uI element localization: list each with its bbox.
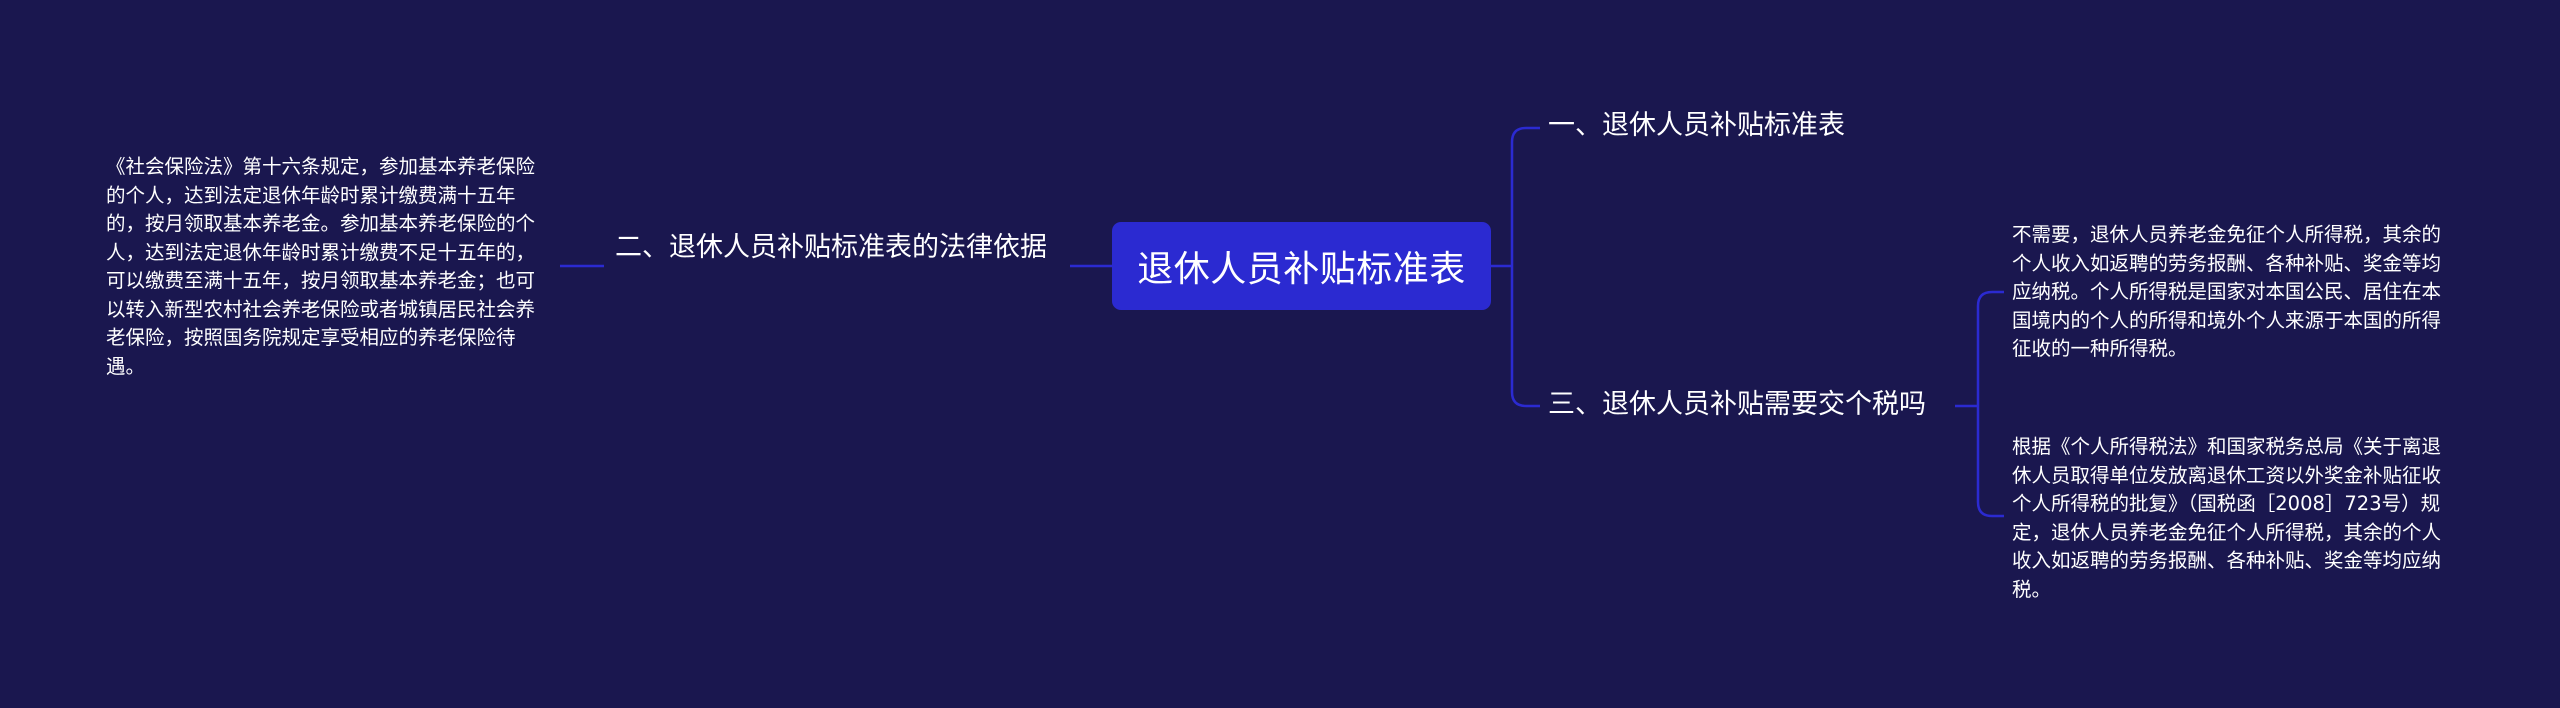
root-topic[interactable]: 退休人员补贴标准表 bbox=[1112, 222, 1491, 310]
leaf-topic-tax-exemption[interactable]: 不需要，退休人员养老金免征个人所得税，其余的个人收入如返聘的劳务报酬、各种补贴、… bbox=[2012, 223, 2442, 360]
connector-branch-3-to-leaf-1 bbox=[1976, 290, 2004, 406]
connector-branch-3-to-leaf-2 bbox=[1976, 406, 2004, 518]
branch-topic-standard-table[interactable]: 一、退休人员补贴标准表 bbox=[1548, 110, 1845, 141]
connector-root-to-branch-3 bbox=[1510, 266, 1540, 408]
connector-root-to-branch-1 bbox=[1510, 126, 1540, 266]
leaf-topic-social-insurance-law[interactable]: 《社会保险法》第十六条规定，参加基本养老保险的个人，达到法定退休年龄时累计缴费满… bbox=[106, 155, 536, 378]
branch-topic-tax-question[interactable]: 三、退休人员补贴需要交个税吗 bbox=[1548, 389, 1926, 420]
branch-topic-legal-basis[interactable]: 二、退休人员补贴标准表的法律依据 bbox=[615, 232, 1047, 263]
leaf-topic-tax-regulation[interactable]: 根据《个人所得税法》和国家税务总局《关于离退休人员取得单位发放离退休工资以外奖金… bbox=[2012, 435, 2442, 601]
